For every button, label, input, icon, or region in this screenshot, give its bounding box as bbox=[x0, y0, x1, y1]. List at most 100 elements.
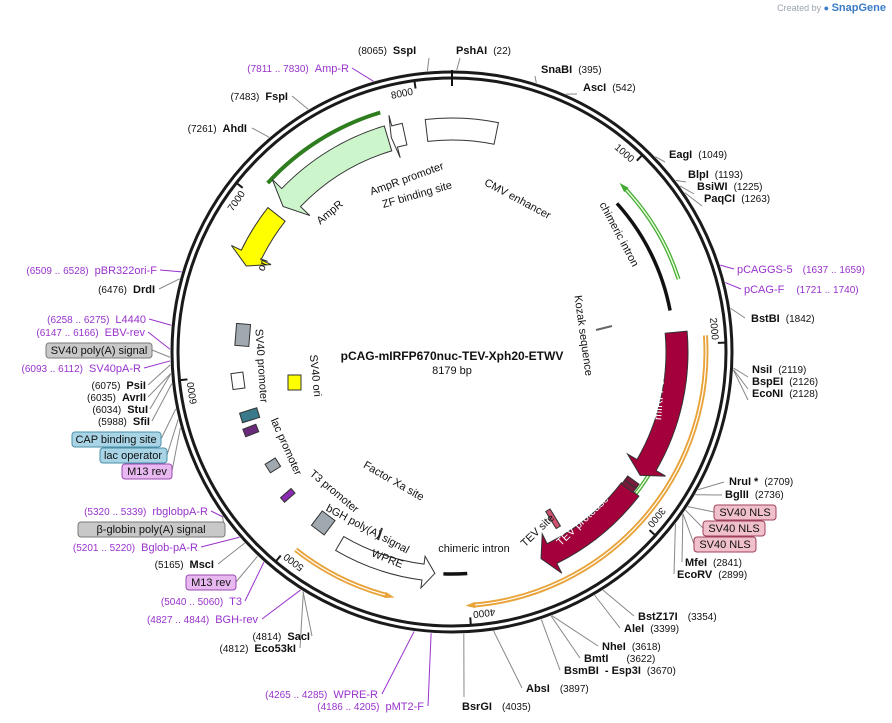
features-group bbox=[230, 115, 689, 590]
site-bspei: BspEI bbox=[752, 376, 783, 388]
ampr-label: AmpR bbox=[315, 198, 346, 227]
primer-bglob-pa-r: Bglob-pA-R bbox=[141, 542, 198, 554]
primer-pcag-f: pCAG-F bbox=[744, 284, 785, 296]
sv40-promoter-label: SV40 promoter bbox=[252, 328, 269, 403]
green-arrow-top bbox=[619, 182, 629, 193]
site-pos: (2128) bbox=[789, 389, 818, 400]
site-pos: (2736) bbox=[755, 490, 784, 501]
t3-box bbox=[264, 457, 282, 474]
site-leader bbox=[299, 591, 304, 649]
svg-text:(6075)PsiI: (6075)PsiI bbox=[92, 380, 146, 392]
svg-text:BstBI(1842): BstBI (1842) bbox=[751, 313, 815, 325]
svg-text:(6147 .. 6166)EBV-rev: (6147 .. 6166)EBV-rev bbox=[36, 327, 145, 339]
orange-arc-left-core bbox=[295, 549, 387, 597]
primer-pos: (4265 .. 4285) bbox=[265, 690, 327, 701]
box-m13rev-1: M13 rev bbox=[127, 466, 167, 478]
sites-labels: (8065)SspI PshAI(22) SnaBI(395) AscI(542… bbox=[358, 45, 818, 713]
svg-text:(4265 .. 4285)WPRE-R: (4265 .. 4285)WPRE-R bbox=[265, 689, 378, 701]
site-pos: (3618) bbox=[632, 642, 661, 653]
site-pos: (7483) bbox=[230, 92, 259, 103]
primer-leader bbox=[381, 631, 415, 695]
site-drdi: DrdI bbox=[133, 284, 155, 296]
svg-text:BlpI(1193): BlpI(1193) bbox=[688, 169, 743, 181]
primer-pos: (6509 .. 6528) bbox=[26, 266, 88, 277]
box-leader bbox=[687, 506, 715, 513]
site-leader bbox=[151, 383, 173, 422]
primer-leader bbox=[147, 331, 171, 350]
site-leader bbox=[217, 542, 245, 565]
svg-text:EcoNI(2128): EcoNI(2128) bbox=[752, 388, 818, 400]
site-pos: (4812) bbox=[220, 644, 249, 655]
primer-amp-r: Amp-R bbox=[315, 63, 349, 75]
site-pos: (542) bbox=[612, 83, 635, 94]
site-pos: (2126) bbox=[789, 377, 818, 388]
svg-text:EagI(1049): EagI(1049) bbox=[669, 149, 727, 161]
svg-text:BglII(2736): BglII(2736) bbox=[725, 489, 784, 501]
site-pos: (6075) bbox=[92, 381, 121, 392]
primer-pos: (5040 .. 5060) bbox=[161, 597, 223, 608]
lac-promoter-box bbox=[238, 407, 261, 424]
svg-text:BmtI(3622): BmtI(3622) bbox=[584, 653, 655, 665]
svg-text:(6093 .. 6112)SV40pA-R: (6093 .. 6112)SV40pA-R bbox=[21, 363, 141, 375]
site-pos: (3897) bbox=[560, 684, 589, 695]
site-leader bbox=[655, 156, 666, 163]
tick-mark bbox=[636, 154, 644, 162]
site-pos: (2841) bbox=[713, 558, 742, 569]
site-leader bbox=[730, 307, 746, 319]
site-pos: (3354) bbox=[688, 612, 717, 623]
site-leader bbox=[673, 524, 676, 575]
site-ecorv: EcoRV bbox=[677, 569, 713, 581]
primer-leader bbox=[725, 282, 742, 290]
site-leader bbox=[697, 481, 725, 491]
svg-text:(6258 .. 6275)L4440: (6258 .. 6275)L4440 bbox=[47, 314, 146, 326]
site-leader bbox=[251, 127, 270, 138]
svg-text:(5988)SfiI: (5988)SfiI bbox=[98, 416, 150, 428]
snapgene-logo-icon: ● bbox=[823, 3, 830, 13]
site-pos: (6035) bbox=[87, 393, 116, 404]
plasmid-name: pCAG-mIRFP670nuc-TEV-Xph20-ETWV bbox=[341, 349, 564, 363]
svg-text:NsiI(2119): NsiI(2119) bbox=[752, 364, 806, 376]
svg-text:(5165)MscI: (5165)MscI bbox=[155, 559, 214, 571]
primer-leader bbox=[244, 561, 265, 602]
site-pos: (3399) bbox=[650, 624, 679, 635]
created-by-text: Created by bbox=[777, 3, 822, 13]
svg-text:(7483)FspI: (7483)FspI bbox=[230, 91, 288, 103]
site-bstbi: BstBI bbox=[751, 313, 780, 325]
primer-pos: (1721 .. 1740) bbox=[796, 285, 858, 296]
site-paqci: PaqCI bbox=[704, 193, 735, 205]
site-nrui: NruI * bbox=[729, 476, 759, 488]
site-mfei: MfeI bbox=[685, 557, 707, 569]
svg-text:BsmBI- Esp3I(3670): BsmBI- Esp3I(3670) bbox=[564, 665, 676, 677]
site-pos: (2899) bbox=[718, 570, 747, 581]
site-bsiwi: BsiWI bbox=[697, 181, 728, 193]
site-ahdi: AhdI bbox=[223, 123, 247, 135]
primer-pos: (7811 .. 7830) bbox=[247, 64, 309, 75]
site-leader bbox=[550, 615, 581, 659]
site-sspi: SspI bbox=[393, 45, 416, 57]
site-alei: AleI bbox=[624, 623, 644, 635]
site-leader bbox=[733, 367, 749, 378]
site-leader bbox=[534, 75, 537, 83]
svg-text:(6034)StuI: (6034)StuI bbox=[92, 404, 148, 416]
sv40-ori-label: SV40 ori bbox=[307, 354, 323, 397]
site-pos: (8065) bbox=[358, 46, 387, 57]
site-bstz17i: BstZ17I bbox=[638, 611, 678, 623]
svg-text:SnaBI(395): SnaBI(395) bbox=[541, 64, 602, 76]
site-pos: (7261) bbox=[188, 124, 217, 135]
mirfp670-label: mIRFP670 bbox=[652, 367, 668, 420]
site-blpi: BlpI bbox=[688, 169, 709, 181]
green-arc-ampr bbox=[266, 110, 381, 185]
site-leader bbox=[147, 364, 171, 386]
cmv-enhancer-label: CMV enhancer bbox=[482, 177, 553, 222]
cmv-enhancer-feature bbox=[424, 117, 500, 145]
box-sv40-nls-2: SV40 NLS bbox=[708, 523, 759, 535]
box-leader bbox=[171, 427, 181, 472]
primer-leader bbox=[148, 318, 172, 326]
primer-pos: (6258 .. 6275) bbox=[47, 315, 109, 326]
primer-leader bbox=[351, 67, 374, 82]
chimeric-intron-2-feature bbox=[443, 571, 468, 576]
site-pos: (1842) bbox=[786, 314, 815, 325]
svg-text:(6509 .. 6528)pBR322ori-F: (6509 .. 6528)pBR322ori-F bbox=[26, 265, 157, 277]
site-pos: (2119) bbox=[778, 365, 806, 376]
svg-text:(4812)Eco53kI: (4812)Eco53kI bbox=[220, 643, 297, 655]
